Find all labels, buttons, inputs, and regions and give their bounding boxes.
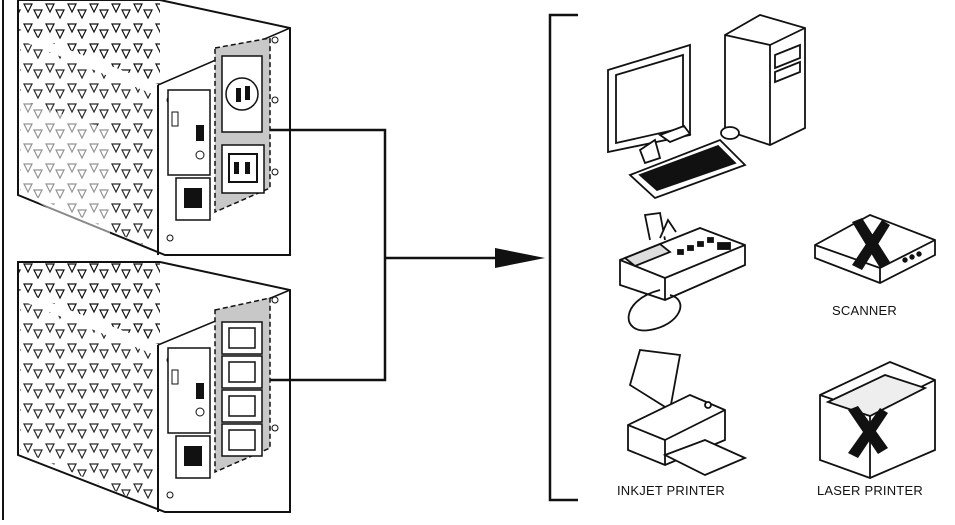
cross-icon — [852, 218, 890, 270]
ups-unit-icon — [17, 0, 291, 513]
ups-unit-bottom — [17, 261, 291, 513]
computer-icon — [607, 14, 806, 200]
laser-printer-icon — [819, 361, 936, 479]
laser-printer-label: LASER PRINTER — [817, 483, 923, 498]
scanner-label: SCANNER — [832, 303, 897, 318]
device-bracket — [548, 13, 578, 502]
ups-unit-top — [17, 0, 291, 256]
connector-lines — [270, 128, 545, 382]
cross-icon — [848, 406, 888, 458]
fax-machine-icon — [619, 211, 746, 332]
arrow-head — [495, 248, 545, 268]
inkjet-printer-label: INKJET PRINTER — [617, 483, 726, 498]
scanner-icon — [814, 214, 936, 284]
inkjet-printer-icon — [627, 349, 748, 476]
